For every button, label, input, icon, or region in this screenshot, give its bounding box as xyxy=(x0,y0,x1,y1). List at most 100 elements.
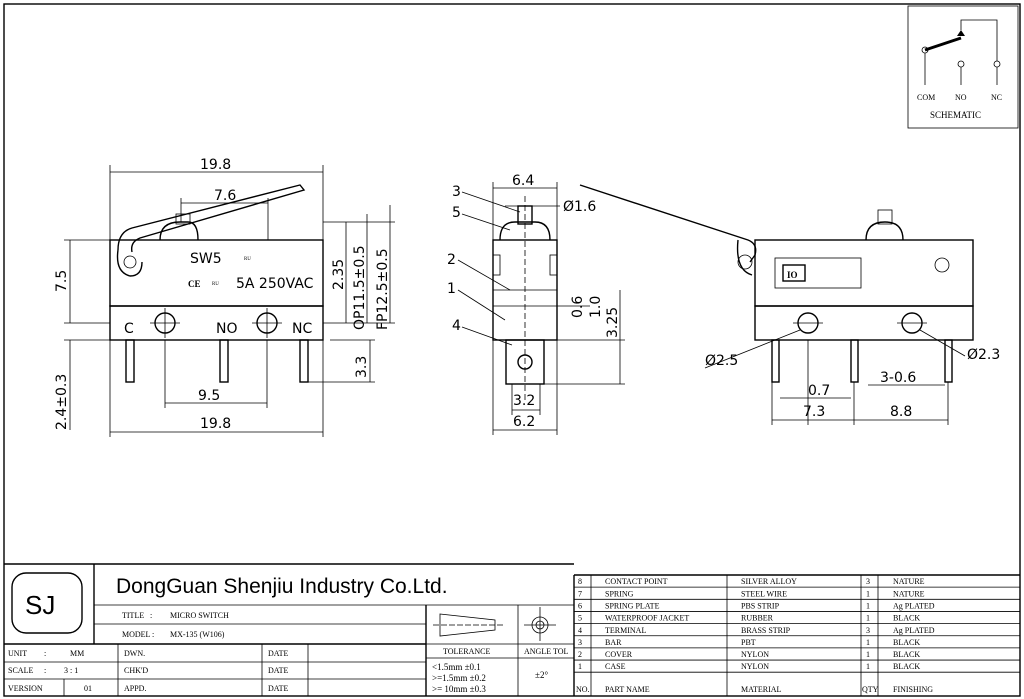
header-qty: QTY xyxy=(862,685,879,694)
cell-finish: BLACK xyxy=(893,638,920,647)
body-ul-mark-2: ᴿᵁ xyxy=(212,280,219,289)
schematic-title: SCHEMATIC xyxy=(930,110,981,120)
rear-brand-icon xyxy=(782,264,806,282)
rear-dim-07: 0.7 xyxy=(808,383,830,399)
scale-value: 3 : 1 xyxy=(64,666,78,675)
callout-1: 1 xyxy=(447,281,456,297)
nc-wire xyxy=(960,19,998,61)
plunger xyxy=(159,221,199,241)
cell-qty: 1 xyxy=(866,662,870,671)
cell-no: 4 xyxy=(578,626,582,635)
tolerance-line-3: >= 10mm ±0.3 xyxy=(432,684,486,694)
rear-dim-hole-right: Ø2.3 xyxy=(967,347,1000,363)
svg-text::: : xyxy=(44,649,46,658)
side-dim-pin: Ø1.6 xyxy=(563,199,596,215)
cell-part: BAR xyxy=(605,638,622,647)
body-model-text: SW5 xyxy=(190,251,222,267)
side-jacket xyxy=(499,221,551,241)
callout-3: 3 xyxy=(452,184,461,200)
cell-part: SPRING PLATE xyxy=(605,601,660,610)
dim-height: 7.5 xyxy=(54,270,70,292)
header-no: NO. xyxy=(576,685,590,694)
table-row: 6 SPRING PLATE PBS STRIP 1 Ag PLATED xyxy=(578,601,935,610)
dim-fp: FP12.5±0.5 xyxy=(375,248,391,330)
side-view: 6.4 Ø1.6 0.6 1.0 3.25 3.2 6.2 3 5 2 1 4 xyxy=(447,173,625,435)
svg-text::: : xyxy=(44,666,46,675)
company-name: DongGuan Shenjiu Industry Co.Ltd. xyxy=(116,575,448,598)
side-terminal xyxy=(505,339,545,385)
schematic-box xyxy=(907,5,1019,129)
cell-material: BRASS STRIP xyxy=(741,626,791,635)
angle-tol-value: ±2° xyxy=(535,670,548,680)
cell-qty: 3 xyxy=(866,577,870,586)
dwn-label: DWN. xyxy=(124,649,145,658)
side-dim-06: 0.6 xyxy=(570,296,586,318)
header-part: PART NAME xyxy=(605,685,650,694)
terminal-c xyxy=(125,339,135,383)
cell-material: NYLON xyxy=(741,650,769,659)
cell-qty: 1 xyxy=(866,589,870,598)
cell-part: SPRING xyxy=(605,589,634,598)
schematic: COM NO NC SCHEMATIC xyxy=(907,5,1019,129)
cell-part: TERMINAL xyxy=(605,626,646,635)
body-rating-text: 5A 250VAC xyxy=(236,276,314,292)
switch-body xyxy=(109,239,324,307)
cell-qty: 3 xyxy=(866,626,870,635)
dim-95: 9.5 xyxy=(198,388,220,404)
tolerance-label: TOLERANCE xyxy=(443,647,491,656)
title-value: MICRO SWITCH xyxy=(170,611,229,620)
body-ul-mark: ᴿᵁ xyxy=(244,255,251,264)
cell-material: SILVER ALLOY xyxy=(741,577,797,586)
drawing-border xyxy=(3,3,1021,697)
rear-label-plate xyxy=(774,257,862,289)
cell-qty: 1 xyxy=(866,601,870,610)
cell-finish: BLACK xyxy=(893,662,920,671)
side-dim-10: 1.0 xyxy=(588,296,604,318)
cell-material: NYLON xyxy=(741,662,769,671)
cell-qty: 1 xyxy=(866,614,870,623)
rear-plunger xyxy=(865,221,904,241)
cell-finish: BLACK xyxy=(893,650,920,659)
title-block: SJ DongGuan Shenjiu Industry Co.Ltd. TIT… xyxy=(4,563,575,696)
cell-no: 3 xyxy=(578,638,582,647)
unit-value: MM xyxy=(70,649,84,658)
label-no: NO xyxy=(216,321,238,337)
cell-no: 5 xyxy=(578,614,582,623)
cell-finish: Ag PLATED xyxy=(893,601,935,610)
logo-box xyxy=(11,572,83,634)
cell-no: 1 xyxy=(578,662,582,671)
model-value: MX-135 (W106) xyxy=(170,630,225,639)
side-dim-width: 6.4 xyxy=(512,173,534,189)
version-label: VERSION xyxy=(8,684,43,693)
cell-material: PBS STRIP xyxy=(741,601,780,610)
dim-bottom-width: 19.8 xyxy=(200,416,231,432)
nc-terminal-icon xyxy=(993,60,1001,68)
schematic-no-label: NO xyxy=(955,93,967,102)
cell-part: COVER xyxy=(605,650,633,659)
rear-dim-88: 8.8 xyxy=(890,404,912,420)
cell-part: CONTACT POINT xyxy=(605,577,668,586)
date-label-2: DATE xyxy=(268,666,289,675)
version-value: 01 xyxy=(84,684,92,693)
cell-no: 7 xyxy=(578,589,582,598)
cell-finish: BLACK xyxy=(893,614,920,623)
rear-base xyxy=(754,305,974,341)
cell-no: 6 xyxy=(578,601,582,610)
side-dim-32: 3.2 xyxy=(513,393,535,409)
model-label: MODEL xyxy=(122,630,151,639)
title-label: TITLE xyxy=(122,611,144,620)
side-dim-62: 6.2 xyxy=(513,414,535,430)
cell-qty: 1 xyxy=(866,638,870,647)
tolerance-line-2: >=1.5mm ±0.2 xyxy=(432,673,486,683)
front-view: SW5 ᴿᵁ CE ᴿᵁ 5A 250VAC C NO NC 19.8 7.6 … xyxy=(54,157,395,437)
dim-24: 2.4±0.3 xyxy=(54,374,70,430)
dim-33: 3.3 xyxy=(354,356,370,378)
label-c: C xyxy=(124,321,134,337)
terminal-no xyxy=(219,339,229,383)
